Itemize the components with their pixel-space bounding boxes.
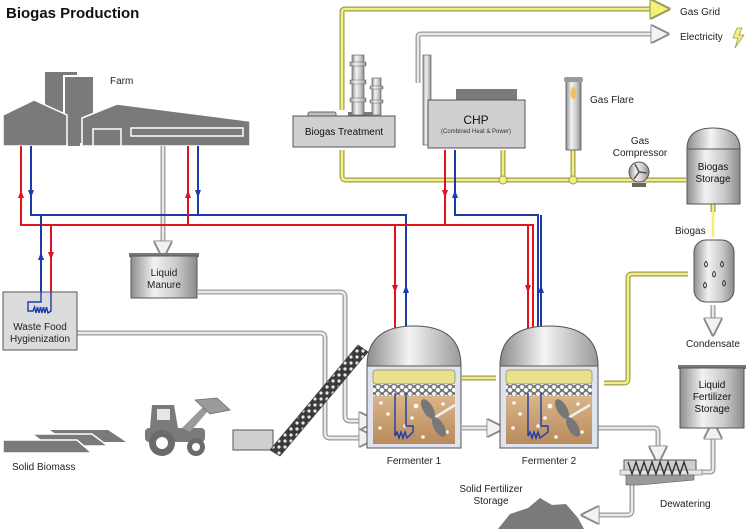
biogas-label: Biogas — [675, 226, 706, 237]
biogas-treatment-label: Biogas Treatment — [305, 127, 384, 138]
chp-unit — [422, 54, 526, 149]
farm-label: Farm — [110, 76, 133, 87]
electricity-label: Electricity — [680, 32, 723, 43]
biogas-storage-tank — [686, 127, 741, 205]
gas-flare — [564, 77, 583, 151]
heating-coil-icon — [527, 393, 549, 441]
mixer-icon — [555, 399, 591, 437]
lightning-bolt-icon — [732, 27, 745, 49]
dewatering-screw-press — [619, 459, 703, 486]
liquid-manure-label-2: Manure — [147, 280, 181, 291]
condensate-separator — [693, 239, 735, 303]
chp-label: CHP — [463, 113, 488, 127]
gas-compressor-label-2: Compressor — [613, 148, 668, 159]
gas-grid-label: Gas Grid — [680, 7, 720, 18]
gas-flare-label: Gas Flare — [590, 95, 634, 106]
fermenter-2-label: Fermenter 2 — [522, 456, 577, 467]
solid-fertilizer-label-2: Storage — [473, 496, 508, 507]
fermenter-2 — [499, 325, 599, 449]
fermenter-1 — [366, 325, 462, 449]
liquid-fertilizer-tank — [678, 365, 746, 429]
liquid-manure-label-1: Liquid — [151, 268, 178, 279]
flame-icon — [570, 87, 577, 99]
farm-buildings — [2, 72, 251, 147]
waste-food-hygienization-unit — [2, 291, 78, 351]
solid-biomass-piles — [2, 430, 126, 454]
feed-conveyor — [232, 344, 369, 457]
fermenter-1-label: Fermenter 1 — [387, 456, 442, 467]
solid-biomass-label: Solid Biomass — [12, 462, 75, 473]
screw-icon — [627, 459, 689, 477]
condensate-label: Condensate — [686, 339, 740, 350]
fan-icon — [633, 163, 648, 180]
chp-sublabel: (Combined Heat & Power) — [441, 129, 511, 135]
dewatering-label: Dewatering — [660, 499, 711, 510]
gas-compressor — [628, 161, 650, 187]
biogas-storage-label-2: Storage — [695, 174, 730, 185]
biogas-storage-label-1: Biogas — [698, 162, 729, 173]
mixer-icon — [421, 399, 456, 437]
solid-fertilizer-label-1: Solid Fertilizer — [459, 484, 523, 495]
liquid-manure-tank — [129, 253, 199, 299]
liquid-fertilizer-label-3: Storage — [694, 404, 729, 415]
heating-pipes — [18, 146, 544, 395]
tractor-loader — [145, 397, 231, 456]
water-drops-icon — [703, 260, 726, 289]
biogas-treatment-unit — [292, 54, 396, 148]
waste-food-label-1: Waste Food — [13, 322, 67, 333]
gas-pipes — [339, 9, 716, 386]
diagram-title: Biogas Production — [6, 5, 139, 22]
waste-food-label-2: Hygienization — [10, 334, 70, 345]
heating-coil-icon — [27, 292, 52, 315]
solid-fertilizer-pile — [498, 498, 584, 529]
liquid-fertilizer-label-1: Liquid — [699, 380, 726, 391]
gas-compressor-label-1: Gas — [631, 136, 649, 147]
liquid-fertilizer-label-2: Fertilizer — [693, 392, 732, 403]
heating-coil-icon — [394, 393, 414, 441]
